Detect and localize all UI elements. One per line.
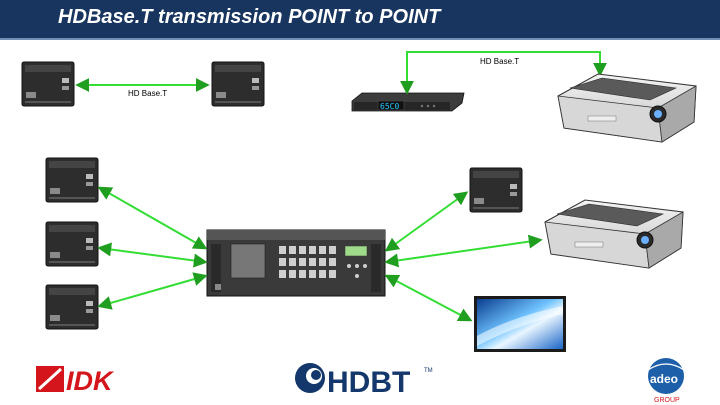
set-top-box: 65C0 <box>352 93 464 111</box>
hdbaset-link-arrow-left-3 <box>100 276 205 306</box>
hdbt-logo-text: HDBT <box>327 366 410 399</box>
adeo-logo: adeo GROUP <box>648 358 684 404</box>
hdbt-logo: HDBT TM <box>295 363 433 399</box>
hdbaset-link-arrow-left-2 <box>100 248 205 262</box>
hdbaset-transmitter-left-1 <box>46 158 98 202</box>
adeo-group-text: GROUP <box>654 397 680 404</box>
set-top-box-readout: 65C0 <box>380 102 399 111</box>
adeo-logo-text: adeo <box>650 372 678 386</box>
hdbaset-link-arrow-left-1 <box>100 188 205 248</box>
hdbaset-transmitter-left-2 <box>46 222 98 266</box>
hdbaset-label-top: HD Base.T <box>480 57 519 66</box>
hdbaset-matrix-switcher <box>207 230 385 296</box>
hdbaset-receiver-right <box>470 168 522 212</box>
hdbaset-link-arrow-right-2 <box>387 240 540 262</box>
hdbaset-link-arrow-right-1 <box>387 193 466 250</box>
hdbaset-transmitter-left-3 <box>46 285 98 329</box>
projector-middle <box>545 200 683 268</box>
hdbaset-transmitter-top-left <box>22 62 74 106</box>
hdbaset-receiver-top-middle <box>212 62 264 106</box>
idk-logo-text: IDK <box>66 366 115 396</box>
hdbaset-label-left: HD Base.T <box>128 89 167 98</box>
hdbt-trademark: TM <box>424 368 433 374</box>
hdbaset-link-arrow-right-3 <box>387 276 470 320</box>
idk-logo: IDK <box>36 366 115 396</box>
projector-top <box>558 74 696 142</box>
flat-panel-display <box>474 296 566 352</box>
